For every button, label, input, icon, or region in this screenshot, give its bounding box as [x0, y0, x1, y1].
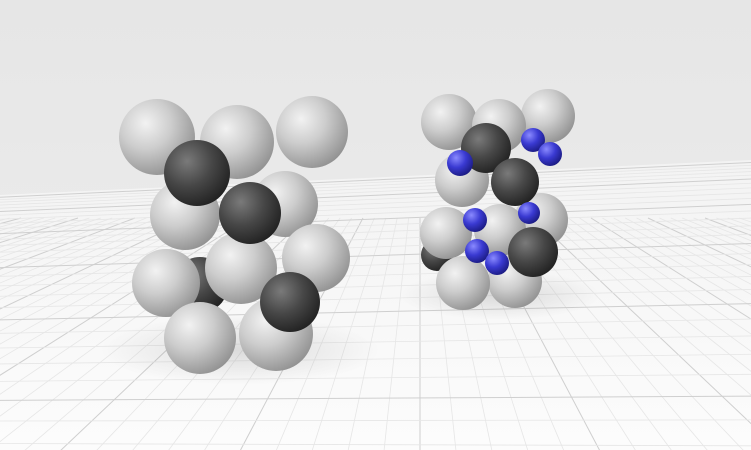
blue-atom[interactable] — [447, 150, 473, 176]
grid-line — [0, 162, 751, 198]
left-crystal-structure[interactable] — [119, 96, 350, 374]
grid-line — [522, 217, 744, 450]
grid-line — [602, 217, 751, 307]
grid-line — [0, 171, 751, 206]
grid-line — [0, 192, 751, 225]
light-gray-atom[interactable] — [420, 207, 472, 259]
grid-line — [0, 289, 751, 308]
grid-line — [0, 217, 170, 292]
grid-line — [0, 373, 751, 382]
grid-line — [533, 217, 751, 425]
grid-line — [383, 217, 409, 450]
dark-gray-atom[interactable] — [508, 227, 558, 277]
blue-atom[interactable] — [485, 251, 509, 275]
grid-line — [0, 276, 751, 297]
grid-line — [579, 217, 751, 335]
light-gray-atom[interactable] — [421, 94, 477, 150]
dark-gray-atom[interactable] — [219, 182, 281, 244]
blue-atom[interactable] — [518, 202, 540, 224]
grid-line — [0, 242, 751, 269]
light-gray-atom[interactable] — [164, 302, 236, 374]
grid-line — [0, 233, 751, 260]
grid-line — [0, 174, 751, 209]
grid-line — [0, 264, 751, 287]
grid-line — [625, 217, 751, 285]
grid-line — [0, 217, 751, 246]
grid-line — [636, 217, 751, 276]
dark-gray-atom[interactable] — [260, 272, 320, 332]
grid-line — [567, 217, 751, 352]
grid-line — [0, 187, 751, 220]
grid-line — [0, 419, 751, 422]
grid-line — [0, 217, 193, 310]
grid-line — [0, 203, 751, 235]
grid-line — [0, 253, 751, 277]
grid-line — [590, 217, 751, 320]
grid-line — [0, 225, 751, 253]
grid-line — [0, 178, 751, 213]
light-gray-atom[interactable] — [436, 256, 490, 310]
grid-line — [0, 217, 124, 264]
dark-gray-atom[interactable] — [164, 140, 230, 206]
blue-atom[interactable] — [463, 208, 487, 232]
grid-line — [0, 210, 751, 240]
grid-line — [545, 217, 751, 396]
grid-line — [0, 164, 751, 200]
grid-line — [613, 217, 751, 295]
grid-line — [0, 217, 136, 270]
dark-gray-atom[interactable] — [461, 123, 511, 173]
light-gray-atom[interactable] — [132, 249, 200, 317]
grid-line — [0, 198, 751, 229]
light-gray-atom[interactable] — [205, 232, 277, 304]
grid-line — [647, 217, 751, 268]
blue-atom[interactable] — [465, 239, 489, 263]
grid-line — [0, 217, 147, 277]
grid-line — [0, 217, 204, 320]
dark-gray-atom[interactable] — [491, 158, 539, 206]
blue-atom[interactable] — [521, 128, 545, 152]
grid-line — [0, 395, 751, 401]
grid-line — [0, 217, 215, 332]
grid-line — [0, 443, 751, 447]
grid-line — [0, 303, 751, 321]
grid-line — [0, 217, 158, 284]
grid-line — [0, 182, 751, 216]
light-gray-atom[interactable] — [276, 96, 348, 168]
blue-atom[interactable] — [538, 142, 562, 166]
grid-line — [556, 217, 751, 372]
grid-line — [0, 217, 181, 300]
right-crystal-structure[interactable] — [420, 89, 575, 310]
grid-line — [0, 167, 751, 203]
